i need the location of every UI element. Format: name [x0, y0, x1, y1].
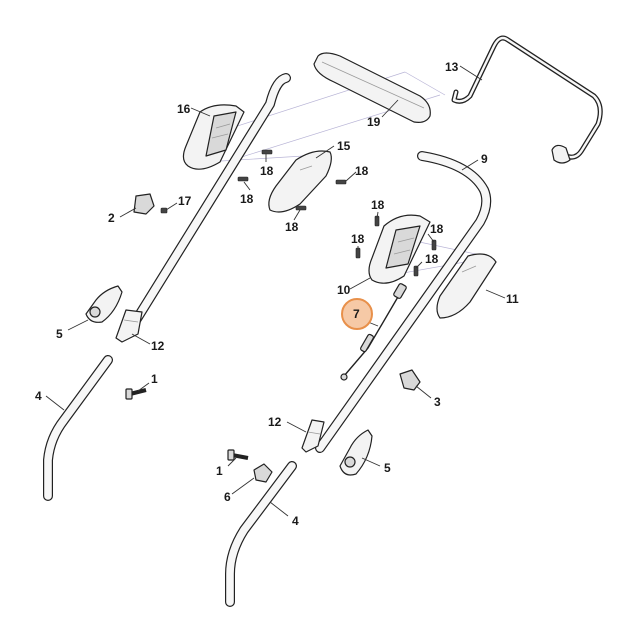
label-7: 7	[353, 307, 360, 321]
part-labels: 13 16 19 15 9 18 18 18 17 18 2 18 18 18 …	[35, 60, 519, 528]
part-17-screw	[160, 207, 168, 214]
part-10-bracket	[368, 214, 431, 284]
upper-handle-tube-left	[125, 73, 291, 335]
part-3-clip	[399, 369, 421, 391]
label-18-h: 18	[425, 252, 439, 266]
part-2-clamp	[133, 193, 155, 215]
label-5-left: 5	[56, 327, 63, 341]
label-16: 16	[177, 102, 191, 116]
part-4-lower-tube-right	[225, 461, 297, 607]
label-4-left: 4	[35, 389, 42, 403]
label-6: 6	[224, 490, 231, 504]
part-6-nut	[253, 463, 273, 483]
label-18-d: 18	[371, 198, 385, 212]
label-5-right: 5	[384, 461, 391, 475]
label-18-a: 18	[260, 164, 274, 178]
label-15: 15	[337, 139, 351, 153]
part-1-bolt-right	[227, 449, 249, 461]
label-1-left: 1	[151, 372, 158, 386]
part-12-clamp-left	[115, 309, 143, 343]
part-1-bolt-left	[125, 388, 147, 400]
part-19-grip	[313, 52, 431, 123]
part-5-knob-right	[339, 429, 373, 476]
part-15-cover	[268, 150, 332, 213]
part-5-knob-left	[85, 285, 123, 323]
label-18-b: 18	[355, 164, 369, 178]
label-18-f: 18	[430, 222, 444, 236]
label-18-g: 18	[351, 232, 365, 246]
label-12-left: 12	[151, 339, 165, 353]
screws-18-right	[355, 215, 437, 277]
label-12-right: 12	[268, 415, 282, 429]
label-9: 9	[481, 152, 488, 166]
part-7-cable	[340, 283, 407, 381]
part-11-cover	[436, 253, 497, 319]
label-18-e: 18	[285, 220, 299, 234]
lower-handle-tube-left	[43, 355, 113, 501]
label-10: 10	[337, 283, 351, 297]
label-3: 3	[434, 395, 441, 409]
screws-18-left	[237, 149, 347, 211]
label-17: 17	[178, 194, 192, 208]
guide-lines	[204, 71, 486, 279]
label-1-right: 1	[216, 464, 223, 478]
label-19: 19	[367, 115, 381, 129]
part-7-highlight[interactable]	[341, 298, 373, 330]
label-13: 13	[445, 60, 459, 74]
part-12-clamp-right	[301, 419, 325, 453]
part-13-control-bar	[451, 35, 603, 164]
part-9-upper-tube-right	[315, 151, 492, 453]
label-2: 2	[108, 211, 115, 225]
part-16-bracket	[182, 104, 245, 170]
label-11: 11	[506, 292, 519, 306]
label-18-c: 18	[240, 192, 254, 206]
label-4-right: 4	[292, 514, 299, 528]
